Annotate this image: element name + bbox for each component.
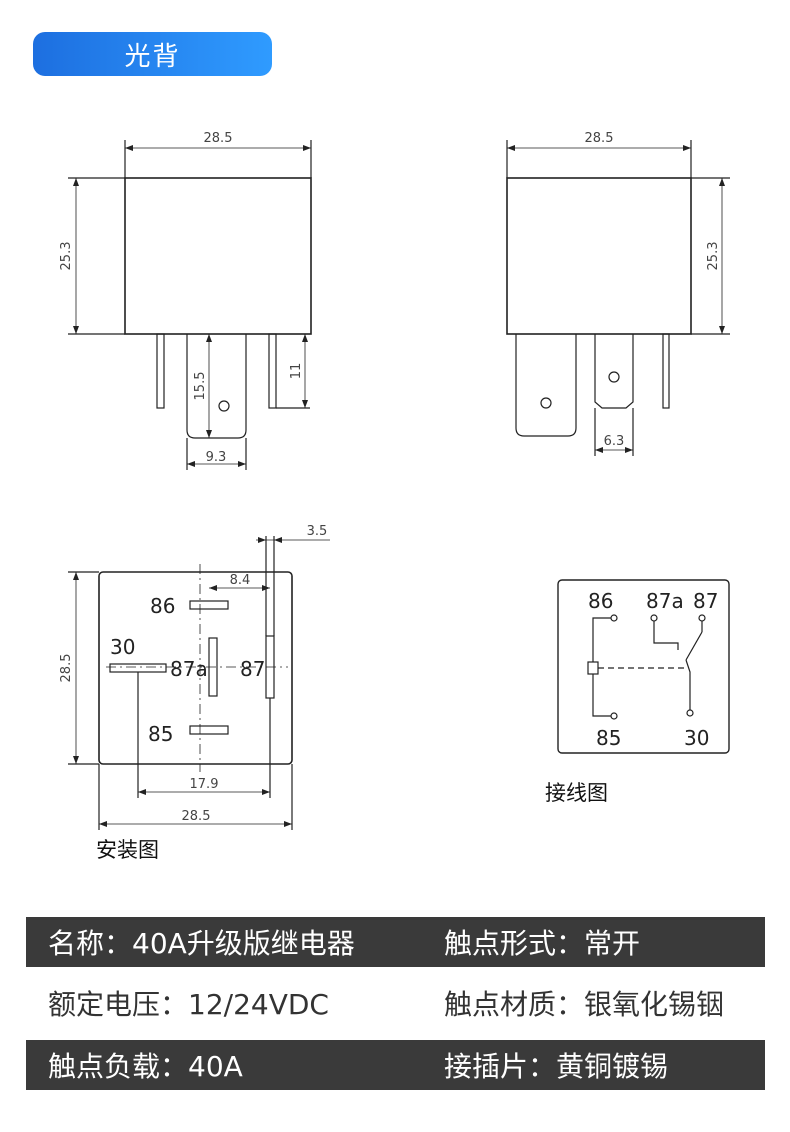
mounting-view: 86 30 87a 87 85 3.5 8.4 28.5 17.9 28.5: [59, 524, 330, 830]
front-pin-offset-label: 11: [289, 363, 304, 380]
terminal-85: [189, 725, 229, 735]
side-body: [506, 177, 692, 335]
mount-pin-86: 86: [150, 594, 175, 618]
relay-drawings: 28.5 25.3 15.5 11 9.3 28.: [59, 131, 730, 830]
front-view: 28.5 25.3 15.5 11 9.3: [59, 131, 312, 470]
mount-outer-width-label: 28.5: [182, 809, 211, 824]
mount-pin-87: 87: [240, 657, 265, 681]
front-pin-1: [156, 333, 165, 409]
terminal-86: [189, 600, 229, 610]
mount-spacing-label: 8.4: [230, 573, 251, 588]
mount-pin-30: 30: [110, 635, 135, 659]
wiring-diagram: 86 87a 87 85 30: [557, 579, 730, 754]
wiring-frame: [557, 579, 730, 754]
front-pin-hole: [218, 400, 230, 412]
side-view: 28.5 25.3 6.3: [506, 131, 730, 456]
spec-name: 名称：40A升级版继电器: [48, 927, 355, 960]
header-title: 光背: [33, 32, 272, 76]
side-width-label: 28.5: [585, 131, 614, 146]
side-pin-3: [662, 333, 670, 409]
mount-pin-87a: 87a: [170, 657, 208, 681]
wiring-pin-30: 30: [684, 726, 709, 750]
spec-contact-form: 触点形式：常开: [444, 927, 641, 960]
mounting-body: [98, 571, 293, 765]
spec-row-2: 额定电压：12/24VDC 触点材质：银氧化锡铟: [26, 978, 765, 1028]
front-pin-width-label: 9.3: [206, 450, 227, 465]
side-pin-hole-2: [608, 371, 620, 383]
side-pin-hole-1: [540, 397, 552, 409]
wiring-pin-87a: 87a: [646, 589, 684, 613]
side-pin-1: [515, 334, 577, 437]
wiring-coil: [587, 661, 599, 675]
terminal-87a: [208, 637, 218, 697]
wiring-pin-87: 87: [693, 589, 718, 613]
mount-offset-label: 3.5: [307, 524, 328, 539]
front-pin-2: [186, 334, 247, 439]
wiring-pin-85: 85: [596, 726, 621, 750]
front-pin-3: [268, 333, 277, 409]
spec-row-3: 触点负载：40A 接插片：黄铜镀锡: [26, 1040, 765, 1090]
spec-row-1: 名称：40A升级版继电器 触点形式：常开: [26, 917, 765, 967]
side-height-label: 25.3: [706, 242, 721, 271]
mount-height-label: 28.5: [59, 654, 74, 683]
mounting-caption: 安装图: [96, 838, 159, 862]
spec-contact-load: 触点负载：40A: [48, 1050, 243, 1083]
spec-terminal: 接插片：黄铜镀锡: [444, 1050, 669, 1083]
front-height-label: 25.3: [59, 242, 74, 271]
spec-contact-material: 触点材质：银氧化锡铟: [444, 988, 725, 1021]
wiring-pin-86: 86: [588, 589, 613, 613]
mount-pin-85: 85: [148, 722, 173, 746]
front-width-label: 28.5: [204, 131, 233, 146]
terminal-30: [109, 663, 167, 673]
side-pin-width-label: 6.3: [604, 434, 625, 449]
front-body: [124, 177, 312, 335]
front-pin-length-label: 15.5: [193, 372, 208, 401]
spec-rated-voltage: 额定电压：12/24VDC: [48, 988, 329, 1021]
mount-inner-width-label: 17.9: [190, 777, 219, 792]
wiring-caption: 接线图: [545, 781, 608, 805]
side-pin-2: [594, 334, 634, 409]
